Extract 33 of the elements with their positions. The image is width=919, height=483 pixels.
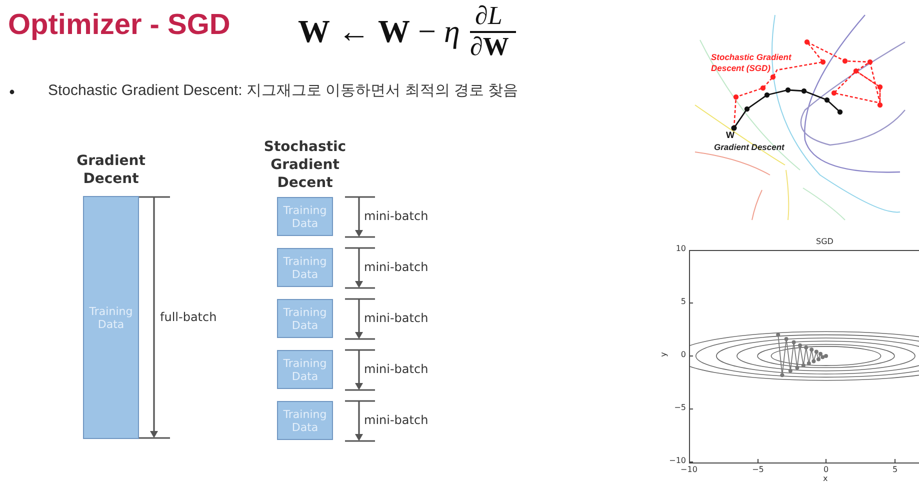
column-heading: Gradient Decent — [76, 152, 146, 188]
tick-label: 0 — [822, 465, 830, 474]
dimension-label: full-batch — [160, 310, 217, 324]
axis-label: y — [658, 352, 668, 357]
training-data-box: Training Data — [277, 248, 333, 287]
illustration-label: Stochastic Gradient Descent (SGD) — [711, 52, 792, 74]
training-data-bar: Training Data — [83, 196, 139, 439]
tick-label: −5 — [751, 465, 765, 474]
dimension-label: mini-batch — [364, 413, 428, 427]
tick-label: −5 — [673, 403, 686, 412]
dimension-label: mini-batch — [364, 209, 428, 223]
formula-denominator: ∂W — [470, 32, 509, 62]
formula-numerator: ∂L — [475, 2, 502, 30]
training-data-box: Training Data — [277, 350, 333, 389]
tick-label: 5 — [680, 297, 686, 306]
training-data-box: Training Data — [277, 299, 333, 338]
dimension-label: mini-batch — [364, 260, 428, 274]
training-data-box: Training Data — [277, 401, 333, 440]
illustration-label: W — [726, 130, 734, 140]
plot-title: SGD — [816, 237, 834, 246]
tick-label: 5 — [891, 465, 899, 474]
slide-title: Optimizer - SGD — [8, 8, 230, 42]
dimension-label: mini-batch — [364, 311, 428, 325]
dimension-label: mini-batch — [364, 362, 428, 376]
axis-label: x — [823, 474, 828, 483]
column-heading: Stochastic Gradient Decent — [262, 138, 348, 192]
tick-label: −10 — [680, 465, 698, 474]
training-data-box: Training Data — [277, 197, 333, 236]
bullet-text: Stochastic Gradient Descent: 지그재그로 이동하면서 최적의 경로 찾음 — [48, 81, 518, 100]
tick-label: 10 — [674, 244, 686, 253]
tick-label: 0 — [680, 350, 686, 359]
tick-label: −10 — [668, 456, 686, 465]
formula-term: W ← W − η — [298, 14, 460, 48]
